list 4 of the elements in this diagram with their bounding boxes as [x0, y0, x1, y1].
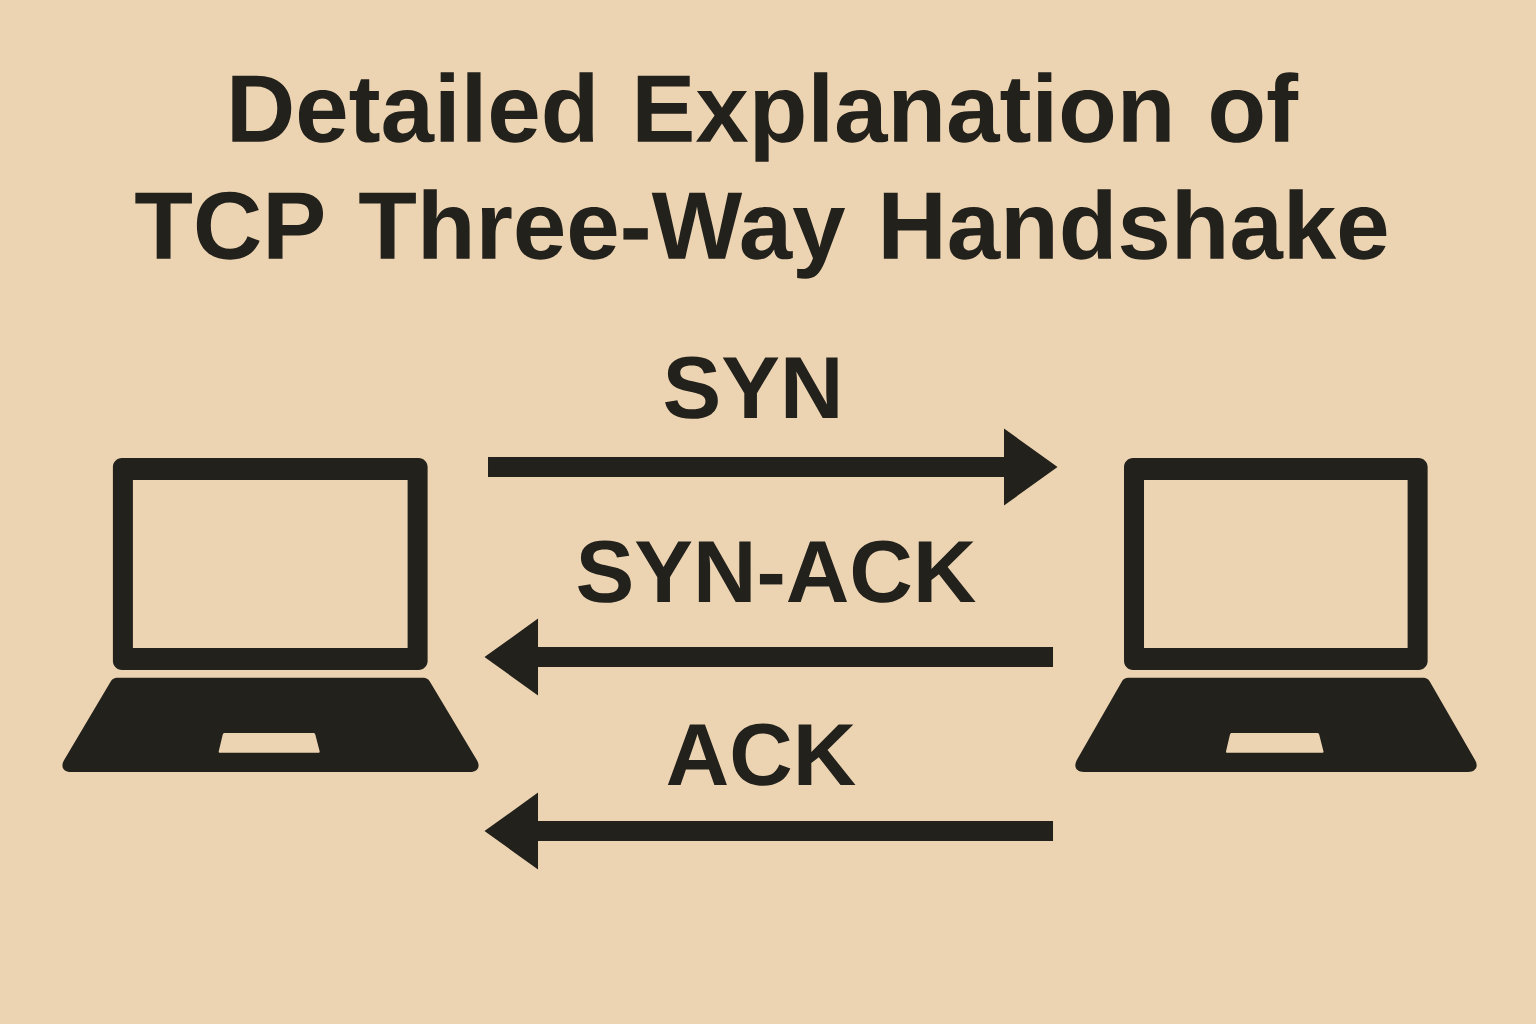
edge-label: ACK: [667, 723, 856, 786]
edge-label: SYN: [665, 356, 838, 419]
edge-label: SYN-ACK: [578, 540, 976, 603]
title: Detailed Explanation of TCP Three-Way Handshake: [135, 72, 1387, 279]
